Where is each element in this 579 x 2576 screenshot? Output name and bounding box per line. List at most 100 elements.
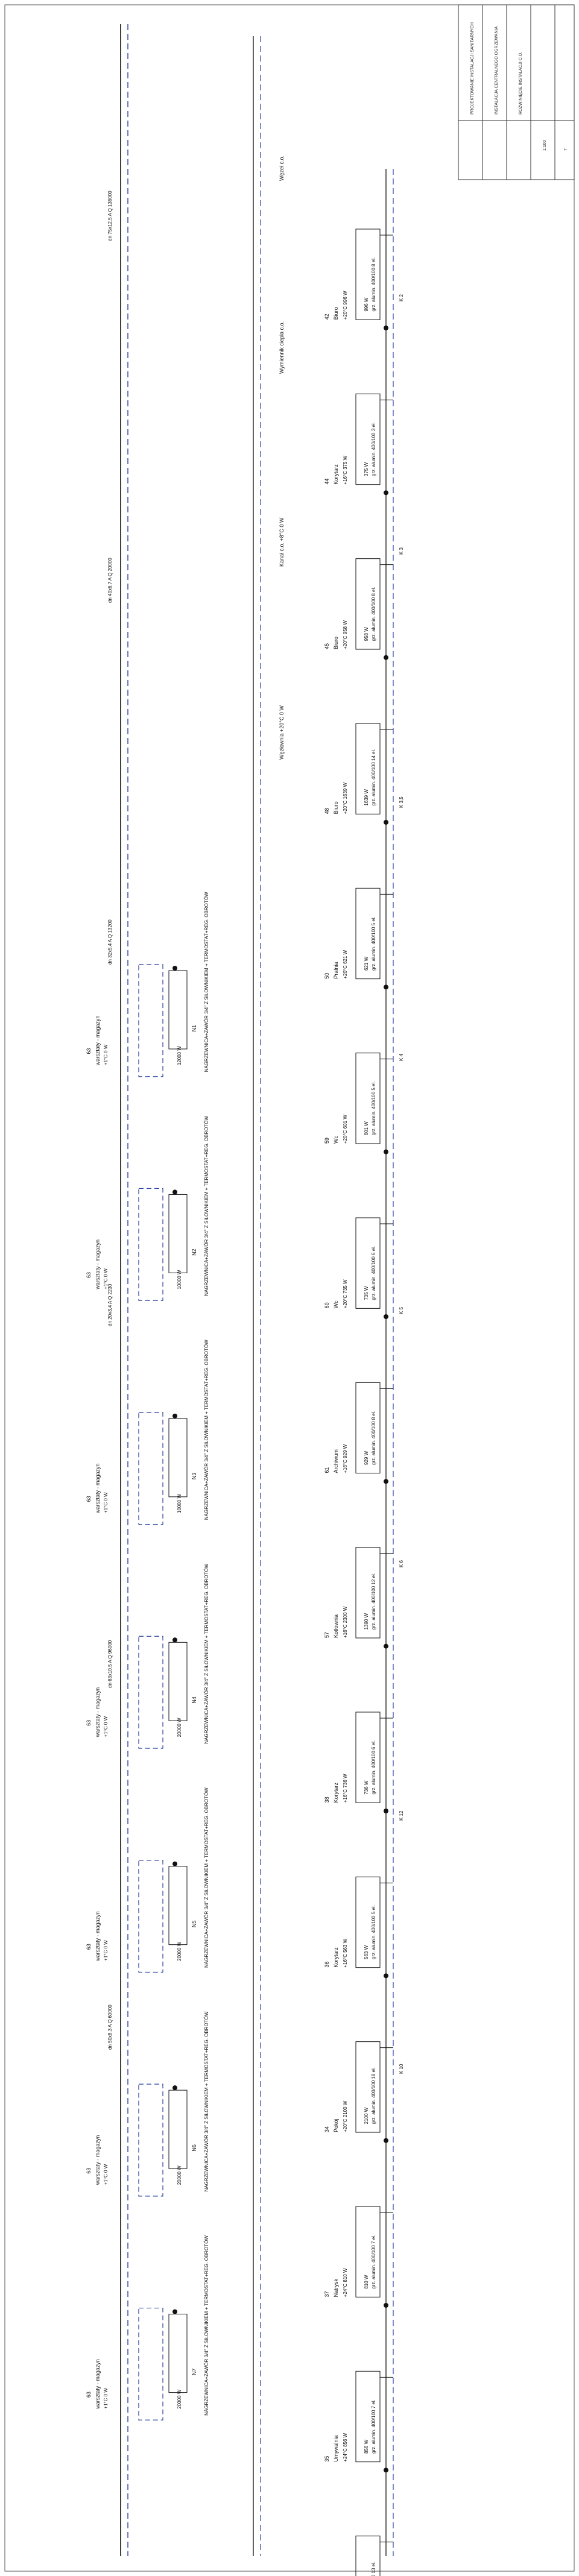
- title-company: PROJEKTOWANIE INSTALACJI SANITARNYCH: [470, 22, 475, 115]
- radiator-spec: grz. alumin. 400/100 6 el.: [371, 1246, 376, 1300]
- heater-output: 12000 W: [177, 1046, 182, 1065]
- room-temp: +16°C 2300 W: [343, 1606, 348, 1638]
- notes-group: Węzeł c.o.Wymiennik ciepła c.o.Kanał c.o…: [279, 156, 404, 2074]
- radiator-spec: grz. alumin. 400/100 7 el.: [371, 2235, 376, 2289]
- heater-valve-node: [172, 1189, 177, 1195]
- heater-output: 10000 W: [177, 1494, 182, 1513]
- heater-output: 10000 W: [177, 1270, 182, 1289]
- valve-node: [384, 1479, 388, 1484]
- valve-node: [384, 655, 388, 660]
- radiator-body: [355, 2041, 381, 2133]
- heater-zone: [138, 2083, 163, 2197]
- radiator-spec: grz. alumin. 400/100 7 el.: [371, 2399, 376, 2454]
- radiator-body: [355, 228, 381, 320]
- room-name: Biuro: [333, 637, 339, 649]
- heater-zone: [138, 964, 163, 1077]
- radiator-output: 929 W: [364, 1450, 369, 1465]
- heater-room-temp: +1°C 0 W: [103, 1268, 109, 1290]
- radiator-output: 958 W: [364, 627, 369, 641]
- heater-room-name: warsztaty - magazyn: [95, 1239, 101, 1290]
- room-temp: +20°C 996 W: [343, 291, 348, 320]
- heater-room-temp: +1°C 0 W: [103, 2164, 109, 2185]
- valve-node: [384, 1643, 388, 1649]
- heater-body: [168, 2089, 188, 2169]
- heater-unit-label: N7: [191, 2368, 197, 2375]
- radiator-output: 856 W: [364, 2439, 369, 2454]
- radiator-output: 621 W: [364, 956, 369, 971]
- pipe-label: dn 32x5,4 A Q 13200: [107, 919, 113, 965]
- radiator-body: [355, 1382, 381, 1474]
- heater-valve-node: [172, 2309, 177, 2314]
- room-name: Biuro: [333, 801, 339, 814]
- heater-room-temp: +1°C 0 W: [103, 1492, 109, 1513]
- radiator-spec: grz. alumin. 400/100 13 el.: [371, 2562, 376, 2576]
- title-project: INSTALACJA CENTRALNEGO OGRZEWANIA: [495, 26, 499, 115]
- heater-body: [168, 1194, 188, 1273]
- room-name: Korytarz: [333, 1947, 339, 1968]
- heater-room-name: warsztaty - magazyn: [95, 2359, 101, 2410]
- room-temp: +16°C 929 W: [343, 1444, 348, 1473]
- room-number: 57: [324, 1632, 330, 1638]
- valve-label: K 6: [399, 1560, 404, 1567]
- heater-room-number: 63: [86, 1272, 92, 1278]
- radiator-body: [355, 1876, 381, 1968]
- heater-room-temp: +1°C 0 W: [103, 1044, 109, 1065]
- heater-output: 20000 W: [177, 2165, 182, 2185]
- radiator-body: [355, 2206, 381, 2297]
- heater-room-name: warsztaty - magazyn: [95, 1016, 101, 1066]
- radiator-spec: grz. alumin. 400/100 5 el.: [371, 916, 376, 971]
- room-name: Wc: [333, 1300, 339, 1308]
- room-number: 60: [324, 1302, 330, 1308]
- valve-label: K 2: [399, 294, 404, 301]
- valve-node: [384, 1149, 388, 1154]
- heater-room-number: 63: [86, 1048, 92, 1054]
- pipe-label: dn 63x10,5 A Q 96000: [107, 1640, 113, 1688]
- heater-output: 20000 W: [177, 2389, 182, 2408]
- heater-room-name: warsztaty - magazyn: [95, 2135, 101, 2186]
- radiator-spec: grz. alumin. 400/100 5 el.: [371, 1081, 376, 1135]
- valve-label: K 4: [399, 1053, 404, 1061]
- room-number: 50: [324, 973, 330, 979]
- room-number: 48: [324, 808, 330, 814]
- radiator-body: [355, 558, 381, 650]
- heater-valve-node: [172, 2085, 177, 2091]
- pipe-label: dn 20x3,4 A Q 2230: [107, 1283, 113, 1326]
- title-scale: 1:100: [543, 140, 547, 151]
- heater-body: [168, 1642, 188, 1721]
- room-name: Biuro: [333, 307, 339, 320]
- radiator-body: [355, 1547, 381, 1639]
- radiator-body: [355, 1712, 381, 1803]
- radiator-spec: grz. alumin. 400/100 14 el.: [371, 749, 376, 805]
- radiator-output: 736 W: [364, 1780, 369, 1795]
- radiator-output: 375 W: [364, 462, 369, 476]
- heater-room-temp: +1°C 0 W: [103, 1940, 109, 1961]
- heater-unit-label: N1: [191, 1025, 197, 1032]
- room-number: 34: [324, 2126, 330, 2132]
- heater-room-temp: +1°C 0 W: [103, 2388, 109, 2409]
- radiator-output: 1639 W: [364, 789, 369, 806]
- radiator-output: 1390 W: [364, 1613, 369, 1630]
- valve-label: K 3,5: [399, 796, 404, 808]
- heater-zone: [138, 1188, 163, 1301]
- radiator-output: 601 W: [364, 1121, 369, 1136]
- room-temp: +16°C 375 W: [343, 455, 348, 484]
- room-name: Korytarz: [333, 1782, 339, 1803]
- title-sheet: 7: [564, 148, 568, 151]
- valve-node: [384, 2138, 388, 2143]
- room-number: 59: [324, 1138, 330, 1144]
- heater-valve-node: [172, 966, 177, 971]
- pipe-label: dn 75x12,5 A Q 136000: [107, 191, 113, 241]
- heater-note: NAGRZEWNICA+ZAWÓR 3/4" Z SIŁOWNIKIEM + T…: [204, 2235, 209, 2416]
- heater-note: NAGRZEWNICA+ZAWÓR 3/4" Z SIŁOWNIKIEM + T…: [204, 1115, 209, 1296]
